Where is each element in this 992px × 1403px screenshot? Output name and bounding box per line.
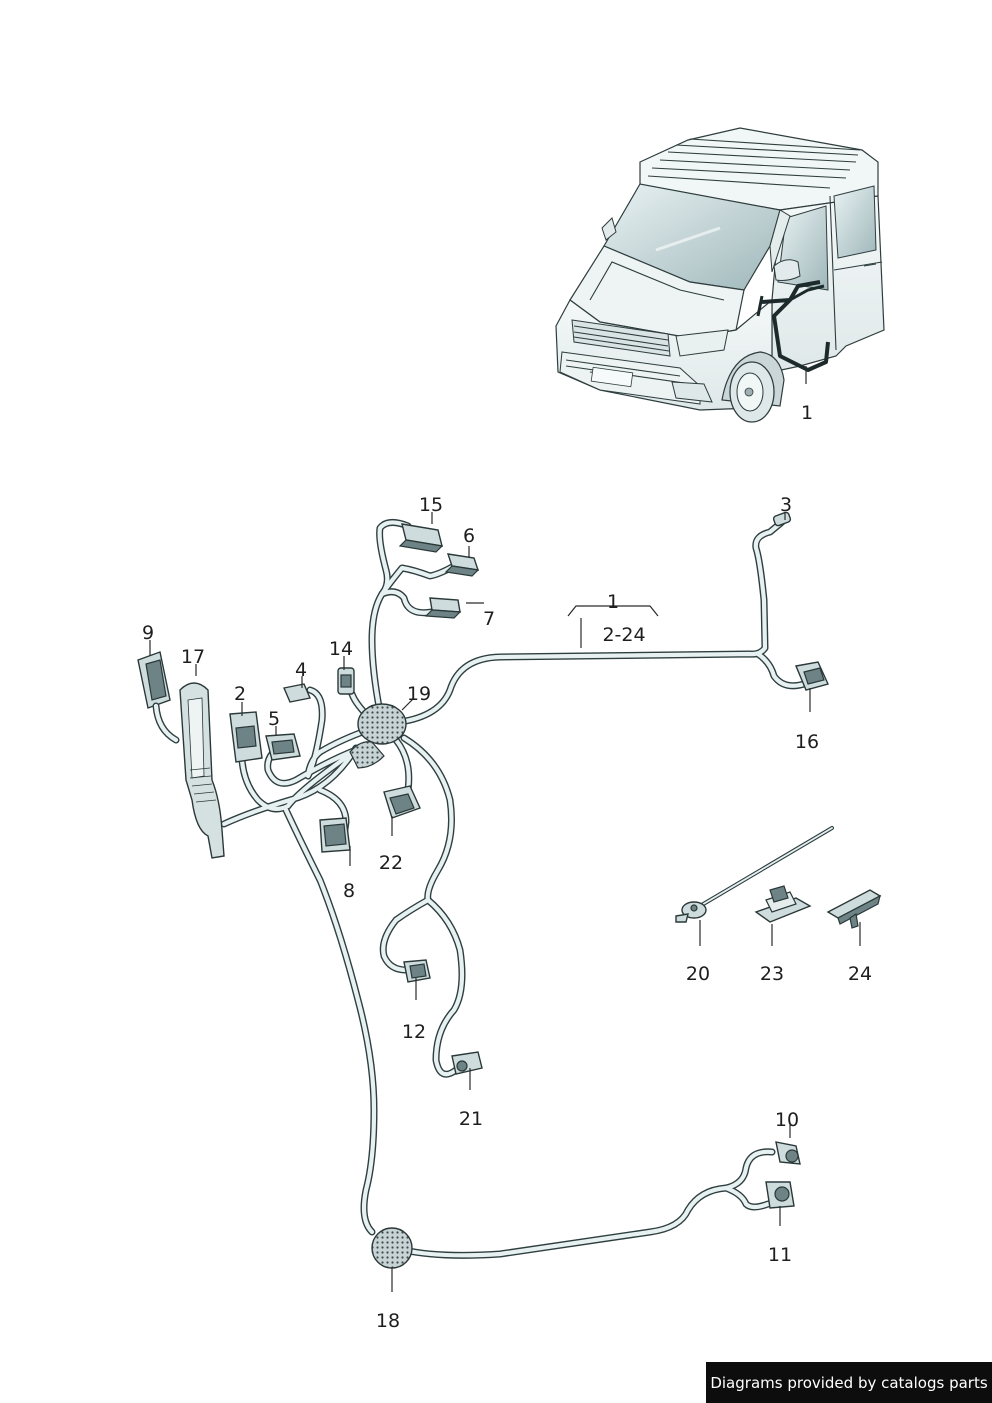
label-17: 17 xyxy=(181,646,205,668)
connector-2 xyxy=(229,711,263,763)
label-19: 19 xyxy=(407,683,431,705)
label-21: 21 xyxy=(459,1108,483,1130)
label-22: 22 xyxy=(379,852,403,874)
label-10: 10 xyxy=(775,1109,799,1131)
wire-segment xyxy=(305,687,371,779)
wire-segment xyxy=(393,737,411,793)
leader-lines xyxy=(149,512,861,1292)
connector-10 xyxy=(775,1141,801,1165)
connector-4 xyxy=(283,683,311,703)
wire-segment xyxy=(369,520,411,715)
wire-harness xyxy=(137,511,829,1269)
label-16: 16 xyxy=(795,731,819,753)
label-5: 5 xyxy=(268,708,280,730)
label-9: 9 xyxy=(142,622,154,644)
part-labels: 1 1 2-24 15 6 7 3 16 9 17 2 5 4 14 19 8 … xyxy=(142,402,872,1332)
wire-segment xyxy=(379,589,435,615)
connector-16 xyxy=(795,661,829,691)
label-2: 2 xyxy=(234,683,246,705)
wire-segment xyxy=(221,745,359,827)
connector-8 xyxy=(319,817,351,853)
label-24: 24 xyxy=(848,963,872,985)
wire-segment xyxy=(265,747,359,786)
label-6: 6 xyxy=(463,525,475,547)
connector-21 xyxy=(451,1051,483,1075)
label-1-van: 1 xyxy=(801,402,813,424)
label-3: 3 xyxy=(780,494,792,516)
label-12: 12 xyxy=(402,1021,426,1043)
boot-17 xyxy=(179,682,225,859)
connector-3 xyxy=(772,511,792,527)
wire-segment xyxy=(379,563,457,597)
wire-segment xyxy=(397,519,785,725)
connector-14 xyxy=(337,667,355,695)
van-illustration xyxy=(555,127,885,423)
label-2-24: 2-24 xyxy=(602,624,645,646)
credit-banner: Diagrams provided by catalogs parts xyxy=(706,1362,992,1403)
wire-outline-segment xyxy=(282,806,378,1236)
label-1-group: 1 xyxy=(607,591,619,613)
group-bracket xyxy=(567,598,659,648)
connector-9 xyxy=(137,651,180,744)
label-20: 20 xyxy=(686,963,710,985)
label-4: 4 xyxy=(295,659,307,681)
label-15: 15 xyxy=(419,494,443,516)
connector-6 xyxy=(444,553,480,577)
part-20-cable-tie xyxy=(675,826,834,923)
label-14: 14 xyxy=(329,638,353,660)
wire-segment xyxy=(723,1185,771,1210)
wire-segment xyxy=(283,807,377,1235)
label-8: 8 xyxy=(343,880,355,902)
connector-5 xyxy=(265,733,301,761)
wire-segment xyxy=(401,1149,775,1258)
part-23-clip xyxy=(754,885,812,923)
part-24-bracket xyxy=(826,889,882,929)
connector-7 xyxy=(424,597,462,619)
wire-segment xyxy=(755,651,807,688)
label-18: 18 xyxy=(376,1310,400,1332)
wire-segment xyxy=(239,753,351,812)
wire-outline-segment xyxy=(396,518,786,726)
connector-12 xyxy=(403,959,431,983)
label-11: 11 xyxy=(768,1244,792,1266)
connector-15 xyxy=(398,523,444,553)
connector-22 xyxy=(383,785,421,819)
wire-segment xyxy=(425,897,471,1077)
label-23: 23 xyxy=(760,963,784,985)
connector-11 xyxy=(765,1181,795,1209)
label-7: 7 xyxy=(483,608,495,630)
